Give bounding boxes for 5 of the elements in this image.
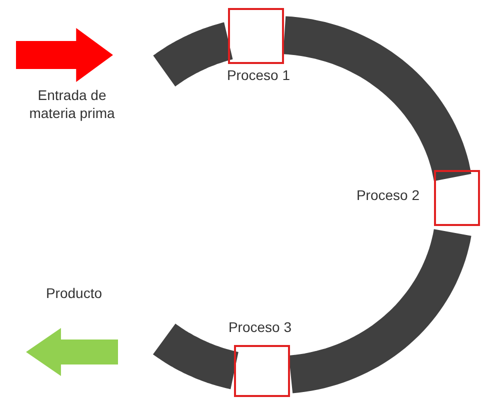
process-label: Proceso 2	[355, 186, 421, 205]
input-label: Entrada de materia prima	[28, 86, 116, 123]
output-label: Producto	[44, 284, 104, 303]
process-label: Proceso 1	[226, 66, 292, 85]
process-label: Proceso 3	[227, 318, 293, 337]
